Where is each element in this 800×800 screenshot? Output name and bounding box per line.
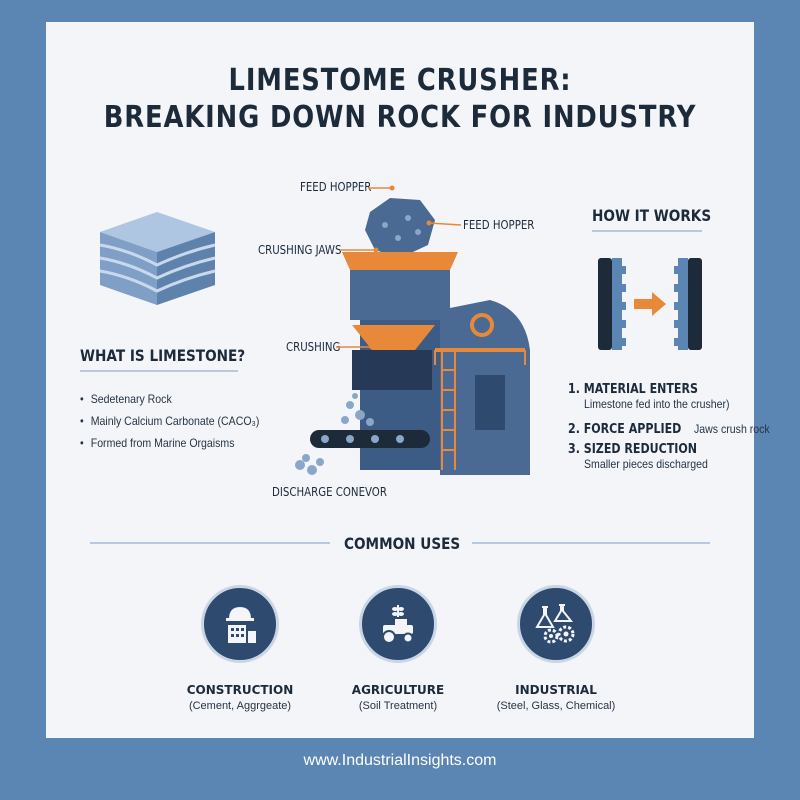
step-1: 1. MATERIAL ENTERS Limestone fed into th… [568,382,749,411]
section-divider-left [90,542,330,544]
lab-gears-icon [535,604,575,644]
list-item: Formed from Marine Orgaisms [80,436,259,450]
heading-divider [592,230,702,232]
use-name: INDUSTRIAL [515,683,597,697]
use-name: CONSTRUCTION [186,683,294,697]
jaw-crusher-diagram [598,258,702,350]
tractor-icon [382,605,414,644]
use-agriculture: AGRICULTURE (Soil Treatment) [308,585,488,712]
label-crushing-jaws: CRUSHING JAWS [258,243,342,257]
title-line-1: LIMESTOME CRUSHER: [228,63,572,98]
use-construction: CONSTRUCTION (Cement, Aggrgeate) [150,585,330,712]
common-uses-heading: COMMON USES [344,534,461,553]
how-it-works-heading: HOW IT WORKS [592,206,712,225]
use-description: (Cement, Aggrgeate) [188,700,292,712]
list-item: Mainly Calcium Carbonate (CACO₃) [80,414,260,428]
callout-line [368,185,395,191]
step-title: 2. FORCE APPLIED [568,422,682,437]
section-divider-right [472,542,710,544]
step-3: 3. SIZED REDUCTION Smaller pieces discha… [568,442,725,471]
callout-line [426,220,462,226]
step-title: 1. MATERIAL ENTERS [568,382,698,397]
limestone-heading: WHAT IS LIMESTONE? [80,346,246,365]
callout-line [336,344,375,350]
label-feed-hopper-top: FEED HOPPER [300,180,372,194]
use-industrial: INDUSTRIAL (Steel, Glass, Chemical) [466,585,646,712]
crusher-machine-illustration [295,198,530,475]
step-description: Limestone fed into the crusher) [584,397,730,411]
step-description: Smaller pieces discharged [584,457,708,471]
title-line-2: BREAKING DOWN ROCK FOR INDUSTRY [103,100,697,135]
step-description: Jaws crush rock [693,422,770,436]
callout-line [340,247,379,253]
use-name: AGRICULTURE [351,683,445,697]
limestone-rock [365,198,435,258]
construction-icon [226,607,256,643]
footer-website: www.IndustrialInsights.com [303,752,497,769]
step-title: 3. SIZED REDUCTION [568,442,697,457]
list-item: Sedetenary Rock [80,392,259,406]
limestone-facts: Sedetenary Rock Mainly Calcium Carbonate… [80,392,284,458]
label-crushing: CRUSHING [286,340,341,354]
heading-divider [80,370,238,372]
arrow-right-icon [634,292,666,316]
step-2: 2. FORCE APPLIED Jaws crush rock [568,420,780,438]
use-description: (Soil Treatment) [358,700,438,712]
use-description: (Steel, Glass, Chemical) [496,700,616,712]
label-feed-hopper-right: FEED HOPPER [463,218,535,232]
limestone-layers-icon [99,212,216,305]
label-discharge-conveyor: DISCHARGE CONEVOR [272,485,387,499]
